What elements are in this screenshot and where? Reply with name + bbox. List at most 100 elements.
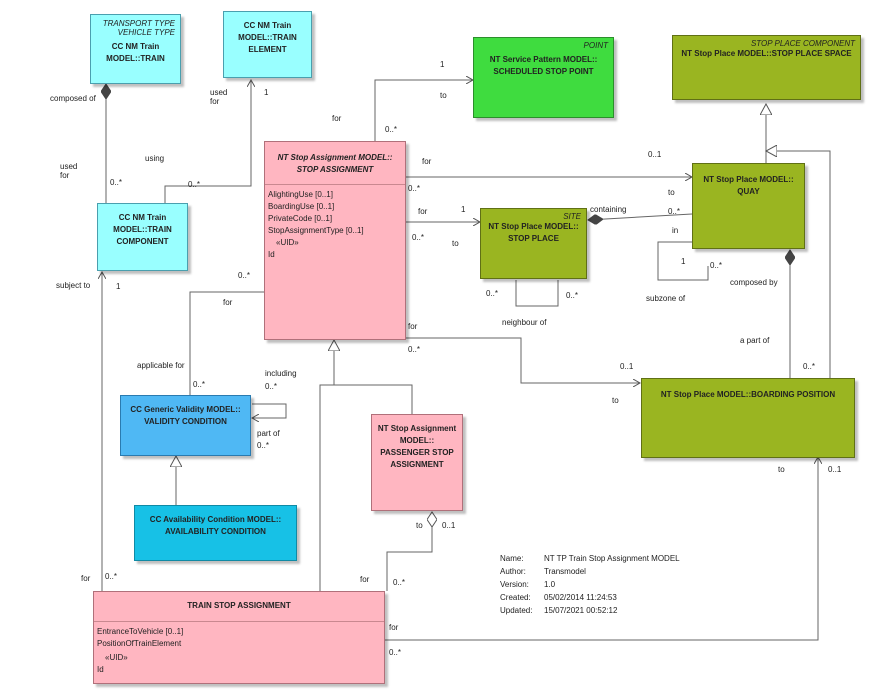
attr-private-code: PrivateCode [0..1] <box>268 214 333 223</box>
label-applicable-for: applicable for <box>137 361 185 370</box>
label-zero-many-composed: 0..* <box>110 178 123 187</box>
label-zero-many-using: 0..* <box>188 180 201 189</box>
train-component-box[interactable]: CC NM Train MODEL::TRAIN COMPONENT <box>97 203 188 271</box>
boarding-position-title: NT Stop Place MODEL::BOARDING POSITION <box>660 390 836 399</box>
label-one-subject: 1 <box>116 282 121 291</box>
label-to-boarding: to <box>612 396 619 405</box>
availability-condition-title: CC Availability Condition MODEL:: AVAILA… <box>149 515 282 536</box>
train-element-box[interactable]: CC NM Train MODEL::TRAIN ELEMENT <box>223 11 312 78</box>
train-attr-id: Id <box>97 665 104 674</box>
label-zero-one-boarding: 0..1 <box>620 362 634 371</box>
scheduled-stop-point-box[interactable]: POINT NT Service Pattern MODEL:: SCHEDUL… <box>473 37 614 118</box>
label-neighbour-of: neighbour of <box>502 318 547 327</box>
label-one-subzone: 1 <box>681 257 686 266</box>
quay-box[interactable]: NT Stop Place MODEL:: QUAY <box>692 163 805 249</box>
train-component-title: CC NM Train MODEL::TRAIN COMPONENT <box>113 213 172 246</box>
label-composed-of: composed of <box>50 94 96 103</box>
attr-boarding-use: BoardingUse [0..1] <box>268 202 335 211</box>
label-part-of: part of <box>257 429 280 438</box>
availability-condition-box[interactable]: CC Availability Condition MODEL:: AVAILA… <box>134 505 297 561</box>
label-one-train-element: 1 <box>264 88 269 97</box>
scheduled-stop-point-title: NT Service Pattern MODEL:: SCHEDULED STO… <box>489 55 598 76</box>
label-zero-many-boarding-bottom: 0..* <box>389 648 402 657</box>
passenger-stop-assignment-box[interactable]: NT Stop Assignment MODEL:: PASSENGER STO… <box>371 414 463 511</box>
label-used-for-top: used for <box>210 88 228 106</box>
label-zero-many-a-part-of: 0..* <box>803 362 816 371</box>
attr-entrance-to-vehicle: EntranceToVehicle [0..1] <box>97 627 184 636</box>
attr-id: Id <box>268 250 275 259</box>
stop-place-space-stereotype: STOP PLACE COMPONENT <box>750 39 855 48</box>
quay-title: NT Stop Place MODEL:: QUAY <box>703 175 794 196</box>
stop-assignment-title: NT Stop Assignment MODEL:: STOP ASSIGNME… <box>277 153 393 174</box>
transport-type-title: CC NM Train MODEL::TRAIN <box>106 42 165 63</box>
label-for-stop-place: for <box>418 207 428 216</box>
meta-name-label: Name: <box>500 554 524 563</box>
label-subzone-of: subzone of <box>646 294 686 303</box>
label-zero-one-boarding-bottom: 0..1 <box>828 465 842 474</box>
attr-position-of-train-element: PositionOfTrainElement <box>97 639 182 648</box>
label-subject-to: subject to <box>56 281 91 290</box>
label-zero-many-train-component: 0..* <box>105 572 118 581</box>
meta-version-label: Version: <box>500 580 529 589</box>
label-to-passenger: to <box>416 521 423 530</box>
label-for-ssp: for <box>332 114 342 123</box>
stop-place-box[interactable]: SITE NT Stop Place MODEL:: STOP PLACE <box>480 208 587 279</box>
validity-condition-box[interactable]: CC Generic Validity MODEL:: VALIDITY CON… <box>120 395 251 456</box>
label-zero-many-quay-src: 0..* <box>408 184 421 193</box>
meta-updated-value: 15/07/2021 00:52:12 <box>544 606 618 615</box>
label-zero-many-including: 0..* <box>265 382 278 391</box>
label-zero-many-neighbour-a: 0..* <box>486 289 499 298</box>
label-zero-many-subzone: 0..* <box>710 261 723 270</box>
train-stop-assignment-attributes: EntranceToVehicle [0..1] PositionOfTrain… <box>94 621 384 680</box>
label-a-part-of: a part of <box>740 336 770 345</box>
label-including: including <box>265 369 297 378</box>
meta-updated-label: Updated: <box>500 606 533 615</box>
meta-author-value: Transmodel <box>544 567 586 576</box>
label-containing: containing <box>590 205 627 214</box>
label-composed-by: composed by <box>730 278 778 287</box>
label-zero-many-boarding-src: 0..* <box>408 345 421 354</box>
meta-name-value: NT TP Train Stop Assignment MODEL <box>544 554 680 563</box>
meta-name-row: Name: NT TP Train Stop Assignment MODEL <box>500 552 680 565</box>
label-zero-one-passenger: 0..1 <box>442 521 456 530</box>
label-for-train-component: for <box>81 574 91 583</box>
label-to-stop-place: to <box>452 239 459 248</box>
label-zero-many-applicable: 0..* <box>193 380 206 389</box>
label-zero-many-ssp: 0..* <box>385 125 398 134</box>
label-one-ssp: 1 <box>440 60 445 69</box>
label-for-passenger: for <box>360 575 370 584</box>
transport-type-box[interactable]: TRANSPORT TYPE VEHICLE TYPE CC NM Train … <box>90 14 181 84</box>
label-for-quay: for <box>422 157 432 166</box>
stop-assignment-box[interactable]: NT Stop Assignment MODEL:: STOP ASSIGNME… <box>264 141 406 340</box>
attr-alighting-use: AlightingUse [0..1] <box>268 190 333 199</box>
label-zero-many-neighbour-b: 0..* <box>566 291 579 300</box>
label-zero-many-containing: 0..* <box>668 207 681 216</box>
stop-place-stereotype: SITE <box>563 212 581 221</box>
label-used-for-left: used for <box>60 162 78 180</box>
label-zero-many-passenger: 0..* <box>393 578 406 587</box>
label-to-quay: to <box>668 188 675 197</box>
diagram-metadata: Name:NT TP Train Stop Assignment MODEL A… <box>500 552 680 617</box>
label-for-validity: for <box>223 298 233 307</box>
label-zero-many-stop-place-src: 0..* <box>412 233 425 242</box>
train-stop-assignment-box[interactable]: TRAIN STOP ASSIGNMENT EntranceToVehicle … <box>93 591 385 684</box>
scheduled-stop-point-stereotype: POINT <box>583 41 608 50</box>
validity-condition-title: CC Generic Validity MODEL:: VALIDITY CON… <box>130 405 241 426</box>
meta-version-value: 1.0 <box>544 580 556 589</box>
uid-stereotype: «UID» <box>276 238 299 247</box>
meta-created-value: 05/02/2014 11:24:53 <box>544 593 617 602</box>
label-one-stop-place: 1 <box>461 205 466 214</box>
label-for-boarding-bottom: for <box>389 623 399 632</box>
label-using: using <box>145 154 165 163</box>
attr-stop-assignment-type: StopAssignmentType [0..1] <box>268 226 364 235</box>
label-zero-one-quay: 0..1 <box>648 150 662 159</box>
stop-place-title: NT Stop Place MODEL:: STOP PLACE <box>488 222 579 243</box>
boarding-position-box[interactable]: NT Stop Place MODEL::BOARDING POSITION <box>641 378 855 458</box>
stop-assignment-attributes: AlightingUse [0..1] BoardingUse [0..1] P… <box>265 184 405 265</box>
label-to-boarding-bottom: to <box>778 465 785 474</box>
label-in: in <box>672 226 679 235</box>
stop-place-space-box[interactable]: STOP PLACE COMPONENT NT Stop Place MODEL… <box>672 35 861 100</box>
train-uid-stereotype: «UID» <box>105 653 128 662</box>
train-element-title: CC NM Train MODEL::TRAIN ELEMENT <box>238 21 297 54</box>
